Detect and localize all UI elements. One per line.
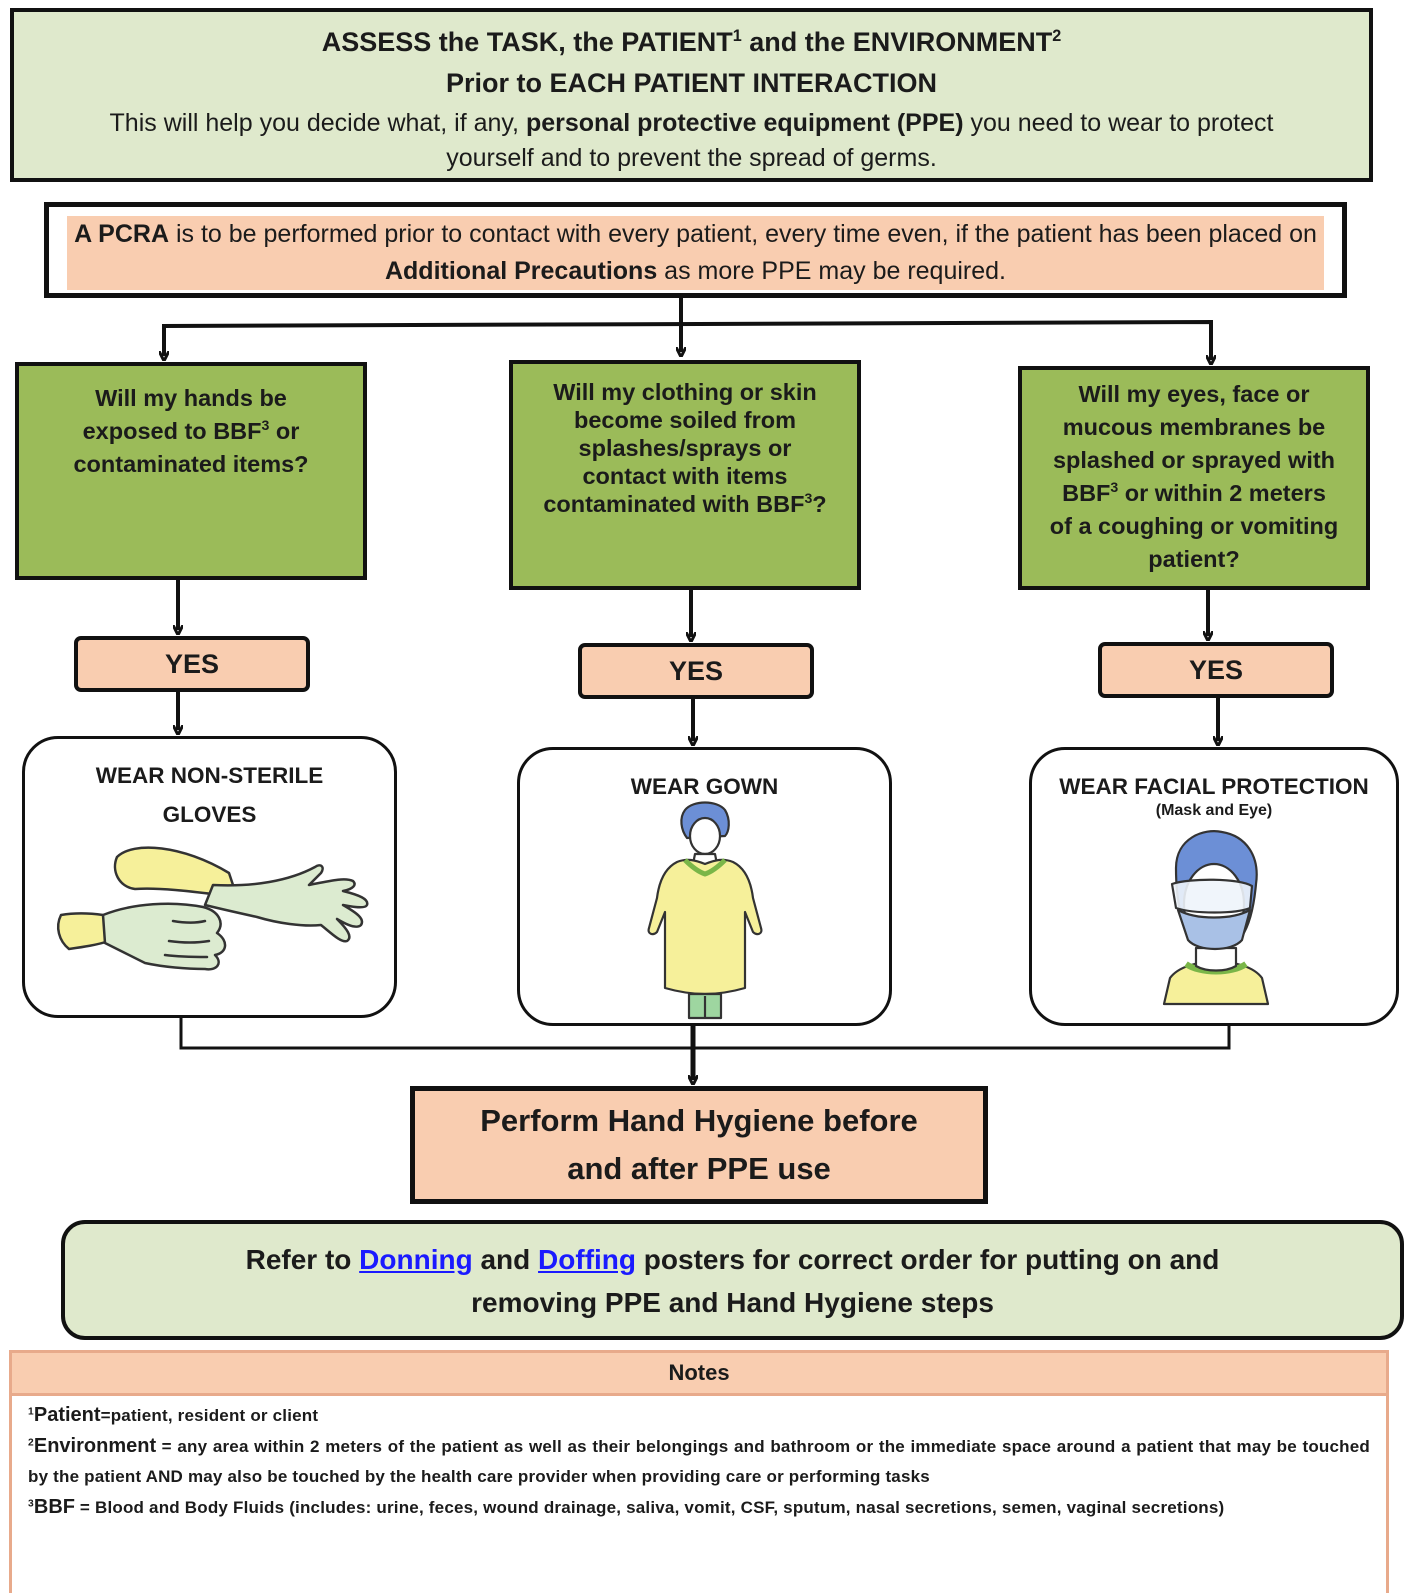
- yes-box-face: YES: [1098, 642, 1334, 698]
- pcra-text: A PCRA is to be performed prior to conta…: [67, 216, 1324, 290]
- hand-hygiene-box: Perform Hand Hygiene before and after PP…: [410, 1086, 988, 1204]
- wear-facial-subtitle: (Mask and Eye): [1155, 802, 1273, 819]
- connector-top-branch: [162, 319, 1213, 352]
- note-environment: 2Environment = any area within 2 meters …: [28, 1435, 1370, 1486]
- assess-header-box: ASSESS the TASK, the PATIENT1 and the EN…: [10, 8, 1373, 182]
- question-hands: Will my hands be exposed to BBF3 or cont…: [15, 362, 367, 580]
- note-patient: 1Patient=patient, resident or client: [28, 1404, 319, 1426]
- connector-bottom-join: [179, 1018, 1231, 1050]
- doffing-link[interactable]: Doffing: [538, 1244, 637, 1275]
- wear-facial-title: WEAR FACIAL PROTECTION: [1059, 774, 1369, 799]
- notes-body: 1Patient=patient, resident or client 2En…: [12, 1396, 1386, 1523]
- mask-eye-icon: [1162, 830, 1270, 1006]
- wear-gown-box: WEAR GOWN: [517, 747, 892, 1026]
- note-bbf: 3BBF = Blood and Body Fluids (includes: …: [28, 1496, 1225, 1518]
- yes-box-gown: YES: [578, 643, 814, 699]
- pcra-box: A PCRA is to be performed prior to conta…: [44, 202, 1347, 298]
- gloves-icon: [57, 846, 369, 971]
- wear-facial-protection-box: WEAR FACIAL PROTECTION (Mask and Eye): [1029, 747, 1399, 1026]
- assess-description: This will help you decide what, if any, …: [109, 109, 1274, 172]
- donning-link[interactable]: Donning: [359, 1244, 473, 1275]
- refer-line2: removing PPE and Hand Hygiene steps: [471, 1287, 994, 1318]
- assess-title: ASSESS the TASK, the PATIENT1 and the EN…: [321, 27, 1062, 57]
- hand-hygiene-line1: Perform Hand Hygiene before: [480, 1103, 918, 1138]
- refer-line1: Refer to Donning and Doffing posters for…: [245, 1244, 1220, 1275]
- question-clothing: Will my clothing or skin become soiled f…: [509, 360, 861, 590]
- yes-box-gloves: YES: [74, 636, 310, 692]
- question-face: Will my eyes, face or mucous membranes b…: [1018, 366, 1370, 590]
- notes-panel: Notes 1Patient=patient, resident or clie…: [9, 1350, 1389, 1593]
- assess-subtitle: Prior to EACH PATIENT INTERACTION: [446, 68, 937, 98]
- notes-header: Notes: [12, 1353, 1386, 1396]
- refer-posters-box: Refer to Donning and Doffing posters for…: [61, 1220, 1404, 1340]
- wear-gown-title: WEAR GOWN: [630, 774, 779, 799]
- hand-hygiene-line2: and after PPE use: [567, 1151, 831, 1186]
- gown-icon: [647, 801, 763, 1020]
